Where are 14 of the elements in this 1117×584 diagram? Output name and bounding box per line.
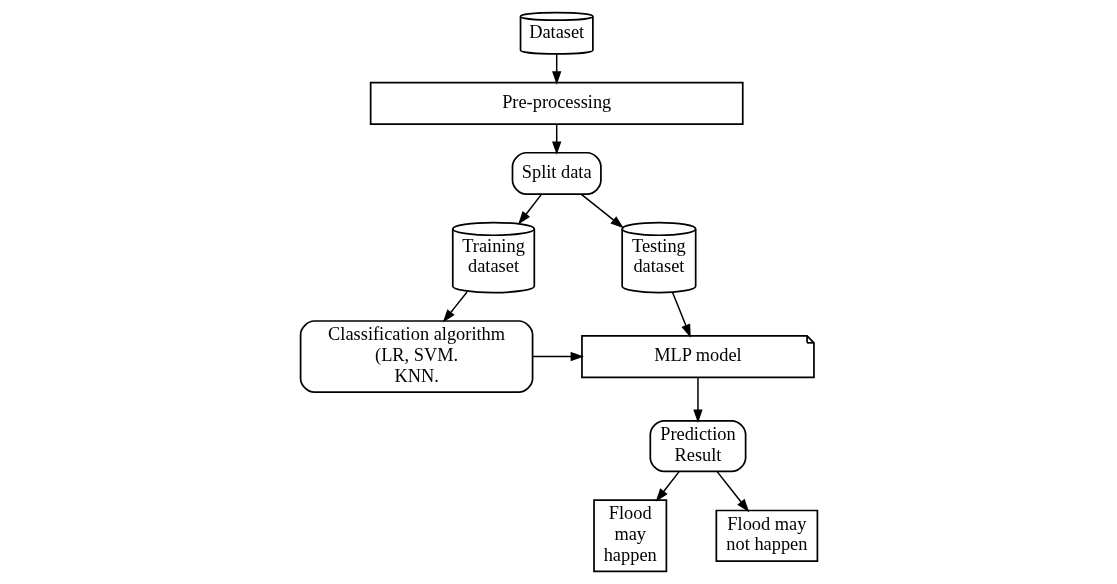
arrow [655,470,680,502]
arrow [580,193,624,229]
node-box: Flood may happen [592,499,667,573]
arrow [531,351,584,362]
node-box: Classification algorithm (LR, SVM. KNN. [299,320,533,394]
node-box: Flood may not happen [715,509,818,562]
node-box: Split data [511,151,602,195]
node-box: Pre-processing [369,81,744,125]
arrow [692,376,703,423]
arrow [715,470,749,513]
arrow [517,193,542,225]
arrow [671,291,691,338]
arrow [442,291,468,323]
node-box: Prediction Result [648,420,746,473]
